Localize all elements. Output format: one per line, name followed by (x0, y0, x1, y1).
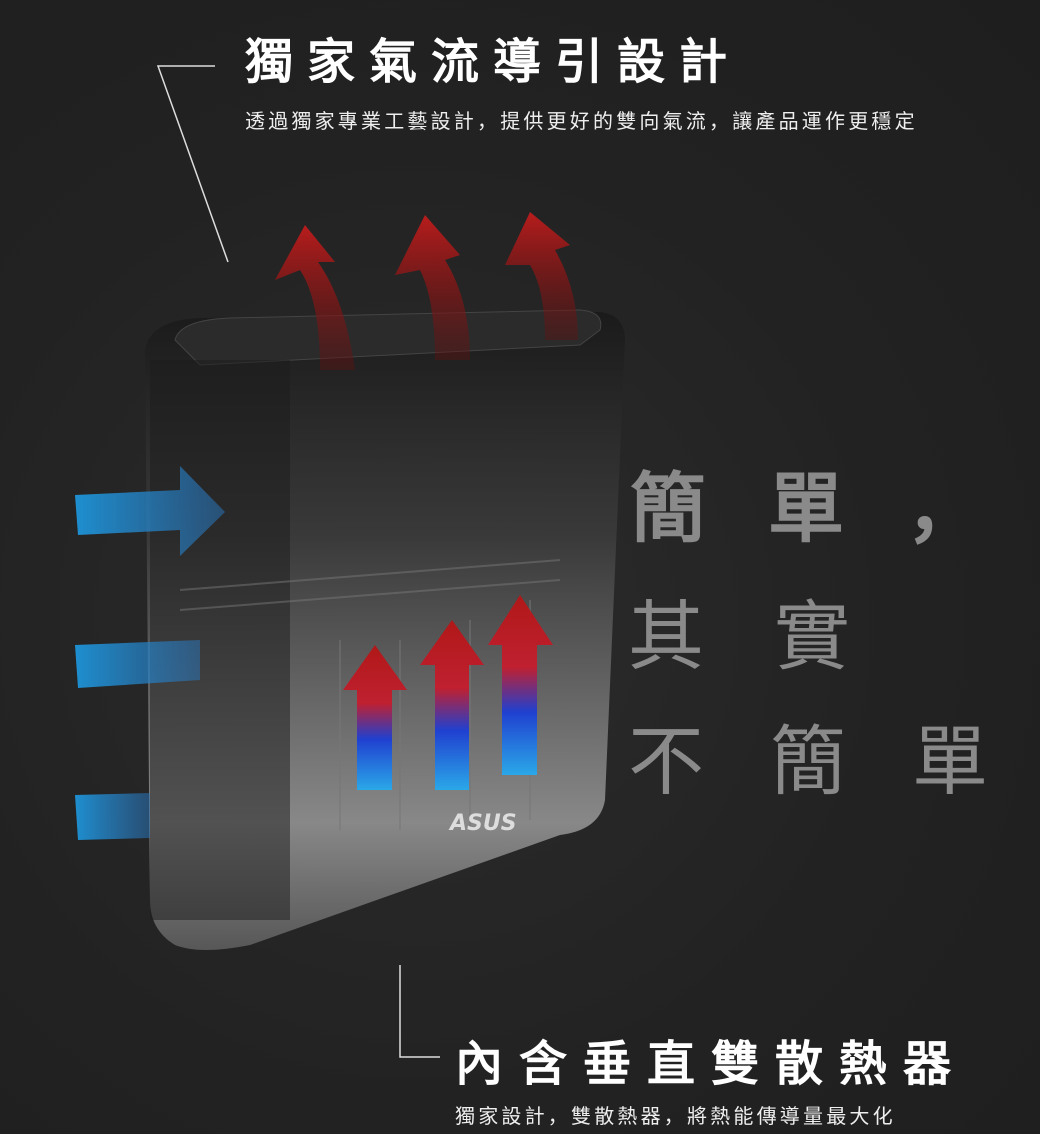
top-leader-line (156, 65, 229, 263)
heatsink-arrows (343, 595, 553, 790)
hot-air-arrows-top (275, 212, 578, 370)
top-title: 獨家氣流導引設計 (245, 34, 742, 90)
top-subtitle: 透過獨家專業工藝設計，提供更好的雙向氣流，讓產品運作更穩定 (245, 109, 918, 133)
tagline-line1: 簡單， (630, 464, 1040, 553)
asus-logo: ASUS (448, 811, 517, 836)
cool-air-arrows (75, 466, 225, 840)
tagline-line2: 其實 (628, 592, 920, 681)
tagline-line3: 不簡單 (628, 717, 1040, 806)
bottom-title: 內含垂直雙散熱器 (455, 1036, 968, 1092)
router-device: ASUS (145, 309, 625, 950)
bottom-leader-line (399, 965, 440, 1058)
bottom-subtitle: 獨家設計，雙散熱器，將熱能傳導量最大化 (455, 1104, 896, 1128)
